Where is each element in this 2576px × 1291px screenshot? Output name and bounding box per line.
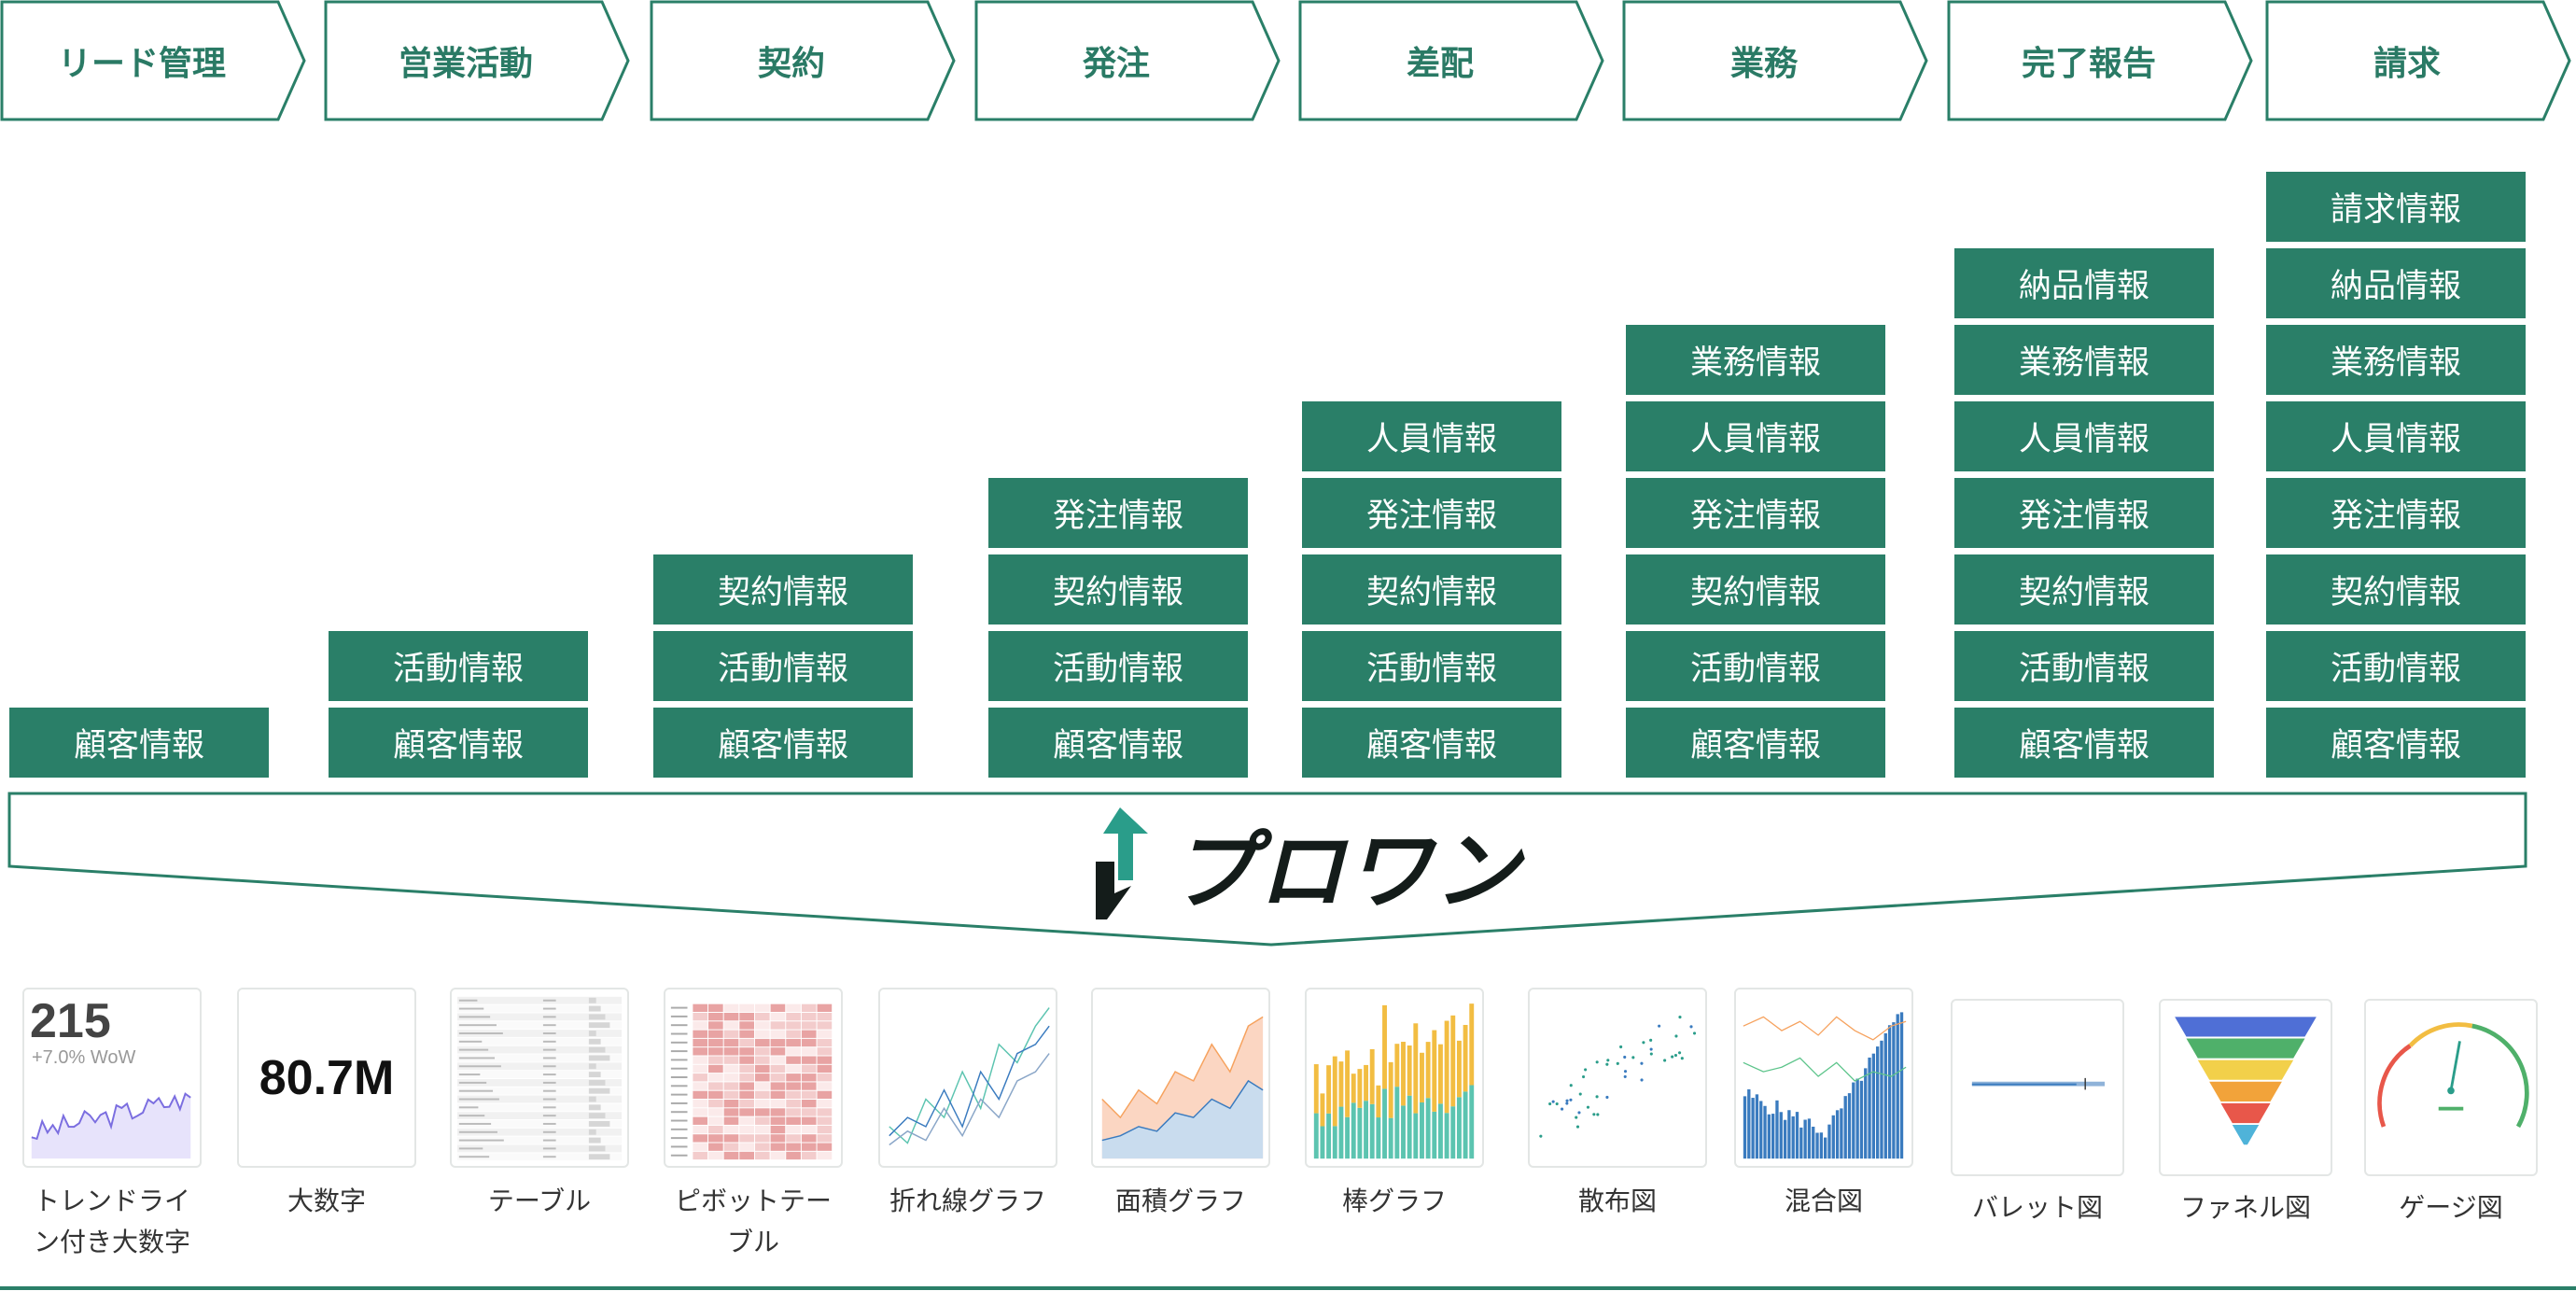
- chart-type-label: テーブル: [487, 1186, 592, 1216]
- info-box: 発注情報: [1954, 478, 2214, 548]
- stage-5: 差配: [1298, 0, 1606, 121]
- info-box: 活動情報: [1954, 631, 2214, 701]
- info-box: 契約情報: [988, 554, 1248, 624]
- chart-thumbnail: 215+7.0% WoW: [22, 988, 202, 1168]
- info-box: 顧客情報: [1626, 708, 1885, 778]
- chart-type-label: バレット図: [1971, 1192, 2103, 1223]
- trend-big-number: 215: [30, 994, 111, 1048]
- info-box: 活動情報: [653, 631, 913, 701]
- info-box: 契約情報: [1626, 554, 1885, 624]
- stage-label: 業務: [1729, 45, 1798, 83]
- stage-8: 請求: [2265, 0, 2573, 121]
- info-box: 活動情報: [988, 631, 1248, 701]
- stage-label: 完了報告: [2021, 45, 2156, 83]
- chart-thumbnail: [878, 988, 1057, 1168]
- info-box: 顧客情報: [1954, 708, 2214, 778]
- info-box: 顧客情報: [2266, 708, 2526, 778]
- chart-type-label: 棒グラフ: [1341, 1186, 1447, 1216]
- info-box: 顧客情報: [988, 708, 1248, 778]
- stage-label: 差配: [1406, 45, 1474, 83]
- info-box: 業務情報: [1954, 325, 2214, 395]
- info-box: 活動情報: [329, 631, 588, 701]
- upward-arrow-icon: [1096, 807, 1148, 919]
- info-box: 発注情報: [1626, 478, 1885, 548]
- info-box: 契約情報: [653, 554, 913, 624]
- chart-type-label: ゲージ図: [2399, 1192, 2503, 1223]
- info-box: 顧客情報: [9, 708, 269, 778]
- info-box: 活動情報: [1626, 631, 1885, 701]
- logo-text: プロワン: [1170, 821, 1522, 921]
- chart-thumbnail: [1305, 988, 1484, 1168]
- chart-type-label: 大数字: [287, 1186, 366, 1216]
- chart-thumbnail: [1528, 988, 1707, 1168]
- info-box: 納品情報: [1954, 248, 2214, 318]
- chart-thumbnail: [450, 988, 629, 1168]
- info-box: 活動情報: [1302, 631, 1561, 701]
- info-box: 業務情報: [2266, 325, 2526, 395]
- chart-type-label: 混合図: [1784, 1186, 1863, 1216]
- prowan-logo: プロワン: [1092, 803, 1521, 924]
- info-box: 契約情報: [2266, 554, 2526, 624]
- big-number-value: 80.7M: [259, 1050, 395, 1105]
- info-box: 人員情報: [1626, 401, 1885, 471]
- stage-3: 契約: [650, 0, 958, 121]
- stage-label: 請求: [2373, 45, 2441, 83]
- info-box: 発注情報: [2266, 478, 2526, 548]
- chart-type-label: 散布図: [1577, 1186, 1657, 1216]
- info-box: 活動情報: [2266, 631, 2526, 701]
- info-box: 請求情報: [2266, 172, 2526, 242]
- chart-thumbnail: [664, 988, 843, 1168]
- bottom-divider: [0, 1286, 2576, 1290]
- chart-type-label: トレンドライ ン付き大数字: [33, 1186, 190, 1257]
- info-box: 業務情報: [1626, 325, 1885, 395]
- funnel-outline: [7, 792, 2527, 947]
- info-box: 顧客情報: [1302, 708, 1561, 778]
- info-box: 発注情報: [1302, 478, 1561, 548]
- trend-delta: +7.0% WoW: [32, 1047, 136, 1068]
- chart-thumbnail: [1091, 988, 1270, 1168]
- info-box: 人員情報: [1302, 401, 1561, 471]
- stage-4: 発注: [974, 0, 1282, 121]
- stage-label: リード管理: [57, 45, 226, 83]
- stage-label: 発注: [1082, 45, 1150, 83]
- chart-type-label: 面積グラフ: [1114, 1186, 1246, 1216]
- stage-label: 営業活動: [398, 45, 533, 83]
- stage-6: 業務: [1622, 0, 1930, 121]
- chart-type-label: ピボットテー ブル: [674, 1186, 832, 1257]
- stage-2: 営業活動: [324, 0, 632, 121]
- chart-type-label: 折れ線グラフ: [889, 1186, 1046, 1216]
- stage-label: 契約: [757, 45, 825, 83]
- chart-thumbnail: [1734, 988, 1913, 1168]
- info-box: 発注情報: [988, 478, 1248, 548]
- chart-thumbnail: [1951, 999, 2124, 1176]
- chart-thumbnail: [2364, 999, 2538, 1176]
- info-box: 顧客情報: [653, 708, 913, 778]
- stage-7: 完了報告: [1947, 0, 2255, 121]
- info-box: 契約情報: [1954, 554, 2214, 624]
- chart-thumbnail: [2159, 999, 2332, 1176]
- info-box: 納品情報: [2266, 248, 2526, 318]
- info-box: 人員情報: [2266, 401, 2526, 471]
- info-box: 契約情報: [1302, 554, 1561, 624]
- stage-1: リード管理: [0, 0, 308, 121]
- info-box: 顧客情報: [329, 708, 588, 778]
- chart-type-label: ファネル図: [2179, 1192, 2311, 1223]
- chart-thumbnail: 80.7M: [237, 988, 416, 1168]
- info-box: 人員情報: [1954, 401, 2214, 471]
